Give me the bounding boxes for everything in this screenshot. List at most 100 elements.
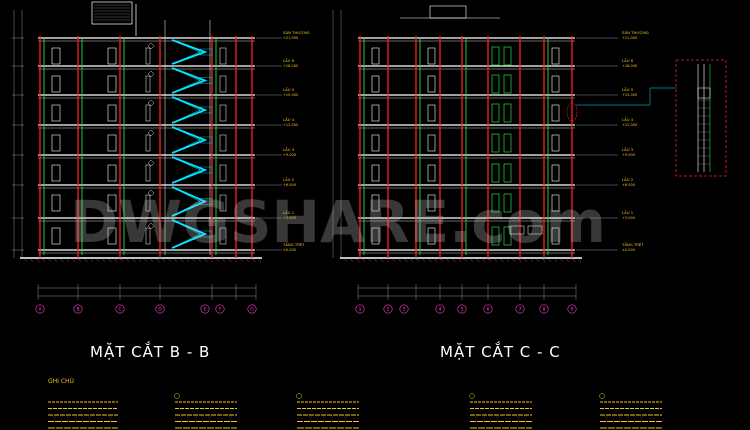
cc-ground-hatch — [397, 257, 402, 263]
bb-ground-hatch — [197, 257, 202, 263]
cc-green-window — [491, 163, 500, 183]
bb-stair-flight — [171, 96, 208, 124]
bb-window — [51, 75, 61, 93]
bb-level-label: LẦU 3 — [283, 147, 295, 152]
bb-window — [107, 227, 117, 245]
bb-window-narrow — [145, 75, 151, 93]
bb-window — [51, 134, 61, 152]
cc-grid-bubble-text: 7 — [519, 307, 522, 313]
bb-roof-tank — [91, 1, 133, 25]
bb-level-label: LẦU 2 — [283, 177, 295, 182]
bb-ground-hatch — [35, 257, 40, 263]
cc-green-window — [491, 193, 500, 213]
section-cc-title: MẶT CẮT C - C — [440, 343, 561, 361]
cc-ground-hatch — [559, 257, 564, 263]
bb-ground-hatch — [29, 257, 34, 263]
bb-ground-hatch — [71, 257, 76, 263]
cc-ground-hatch — [409, 257, 414, 263]
cc-window — [371, 104, 380, 122]
cc-ground-hatch — [535, 257, 540, 263]
bb-level-label: TẦNG TRỆT — [282, 242, 305, 247]
bb-ground-hatch — [95, 257, 100, 263]
cc-ground-hatch — [379, 257, 384, 263]
detail-callout-mark — [566, 102, 578, 122]
cc-ground-hatch — [463, 257, 468, 263]
bb-ground-hatch — [125, 257, 130, 263]
bb-ground-hatch — [251, 257, 256, 263]
cc-window — [427, 104, 436, 122]
bb-tag-icon — [147, 222, 155, 230]
bb-ground-hatch — [65, 257, 70, 263]
cc-level-label: SÂN THƯỢNG — [622, 30, 649, 35]
cc-level-value: +9.000 — [622, 153, 635, 157]
cc-level-label: LẦU 3 — [622, 147, 634, 152]
cc-grid-bubble-text: 6 — [487, 307, 490, 313]
cc-ground-hatch — [511, 257, 516, 263]
bb-ground-hatch — [107, 257, 112, 263]
cc-window — [427, 164, 436, 182]
cc-ground-hatch — [523, 257, 528, 263]
bb-ground-hatch — [167, 257, 172, 263]
cc-window — [427, 227, 436, 245]
detail-frame — [675, 59, 727, 177]
bb-window — [51, 227, 61, 245]
bb-stair-flight — [171, 67, 208, 94]
bb-stair-flight — [171, 186, 208, 217]
cc-ground-hatch — [421, 257, 426, 263]
cc-grid-bubble-circle — [539, 304, 549, 314]
cc-ground-hatch — [391, 257, 396, 263]
cc-ground-hatch — [481, 257, 486, 263]
bb-window-small — [219, 104, 227, 122]
bb-tag-icon — [147, 129, 155, 137]
cc-ground-hatch — [451, 257, 456, 263]
bb-grid-bubble-circle — [155, 304, 165, 314]
bb-level-value: +12.000 — [283, 123, 298, 127]
bb-stair-rail — [175, 128, 201, 152]
bb-ground-hatch — [89, 257, 94, 263]
cc-green-window — [503, 74, 512, 94]
bb-stair-landing — [199, 166, 213, 174]
cc-window — [371, 227, 380, 245]
bb-ground-hatch — [227, 257, 232, 263]
bb-window-small — [219, 134, 227, 152]
cc-ground-hatch — [565, 257, 570, 263]
bb-level-value: +9.000 — [283, 153, 296, 157]
cc-grid-bubble-text: 3 — [403, 307, 406, 313]
cc-level-label: LẦU 1 — [622, 210, 634, 215]
cc-grid-bubble-circle — [457, 304, 467, 314]
bb-ground-hatch — [179, 257, 184, 263]
cc-window — [371, 134, 380, 152]
bb-level-label: LẦU 6 — [283, 58, 295, 63]
cc-green-window — [503, 46, 512, 66]
bb-window-small — [219, 194, 227, 212]
cc-window — [371, 194, 380, 212]
cc-grid-bubble-text: 9 — [571, 307, 574, 313]
bb-stair-rail — [175, 158, 201, 182]
bb-window-small — [219, 164, 227, 182]
bb-stair-flight — [171, 39, 208, 65]
bb-window — [51, 194, 61, 212]
bb-level-label: LẦU 4 — [283, 117, 295, 122]
bb-ground-hatch — [77, 257, 82, 263]
cc-ground-hatch — [415, 257, 420, 263]
bb-ground-hatch — [203, 257, 208, 263]
cc-ground-hatch — [349, 257, 354, 263]
bb-stair-landing — [199, 198, 213, 205]
bb-window-small — [219, 227, 227, 245]
bb-ground-hatch — [59, 257, 64, 263]
cc-ground-hatch — [505, 257, 510, 263]
cc-ground-hatch — [373, 257, 378, 263]
bb-level-value: +21.000 — [283, 36, 298, 40]
cc-level-label: LẦU 2 — [622, 177, 634, 182]
cc-window — [551, 104, 560, 122]
cc-green-window — [503, 163, 512, 183]
cc-green-window — [491, 46, 500, 66]
notes-title: GHI CHÚ — [48, 378, 74, 385]
bb-window — [107, 104, 117, 122]
bb-ground-hatch — [233, 257, 238, 263]
bb-level-value: +3.000 — [283, 216, 296, 220]
cc-grid-bubble-text: 5 — [461, 307, 464, 313]
cc-window — [551, 164, 560, 182]
cc-green-window — [503, 103, 512, 123]
bb-window — [51, 164, 61, 182]
